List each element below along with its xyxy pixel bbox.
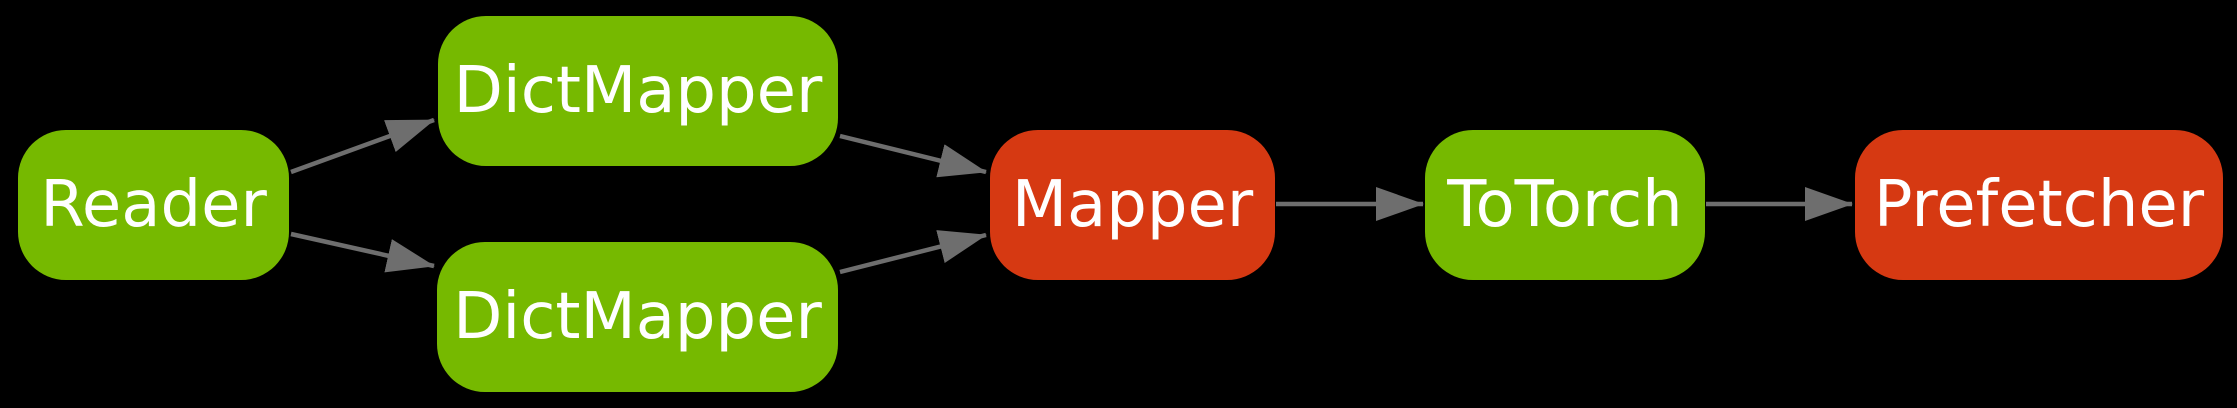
- node-label-prefetcher: Prefetcher: [1873, 168, 2205, 242]
- node-reader: Reader: [18, 130, 289, 280]
- node-label-dictmapper-top: DictMapper: [453, 54, 823, 128]
- node-label-reader: Reader: [40, 168, 267, 242]
- node-dictmapper-top: DictMapper: [438, 16, 838, 166]
- node-prefetcher: Prefetcher: [1855, 130, 2223, 280]
- edge-reader-to-dictmapper-bottom: [290, 231, 435, 273]
- edge-dictmapper-top-to-mapper: [839, 133, 987, 178]
- node-dictmapper-bottom: DictMapper: [437, 242, 838, 392]
- edge-reader-to-dictmapper-top: [290, 117, 435, 175]
- node-mapper: Mapper: [990, 130, 1275, 280]
- node-label-totorch: ToTorch: [1447, 168, 1683, 242]
- node-totorch: ToTorch: [1425, 130, 1705, 280]
- edge-dictmapper-bottom-to-mapper: [839, 230, 987, 275]
- node-label-dictmapper-bottom: DictMapper: [453, 280, 822, 354]
- node-label-mapper: Mapper: [1011, 168, 1254, 242]
